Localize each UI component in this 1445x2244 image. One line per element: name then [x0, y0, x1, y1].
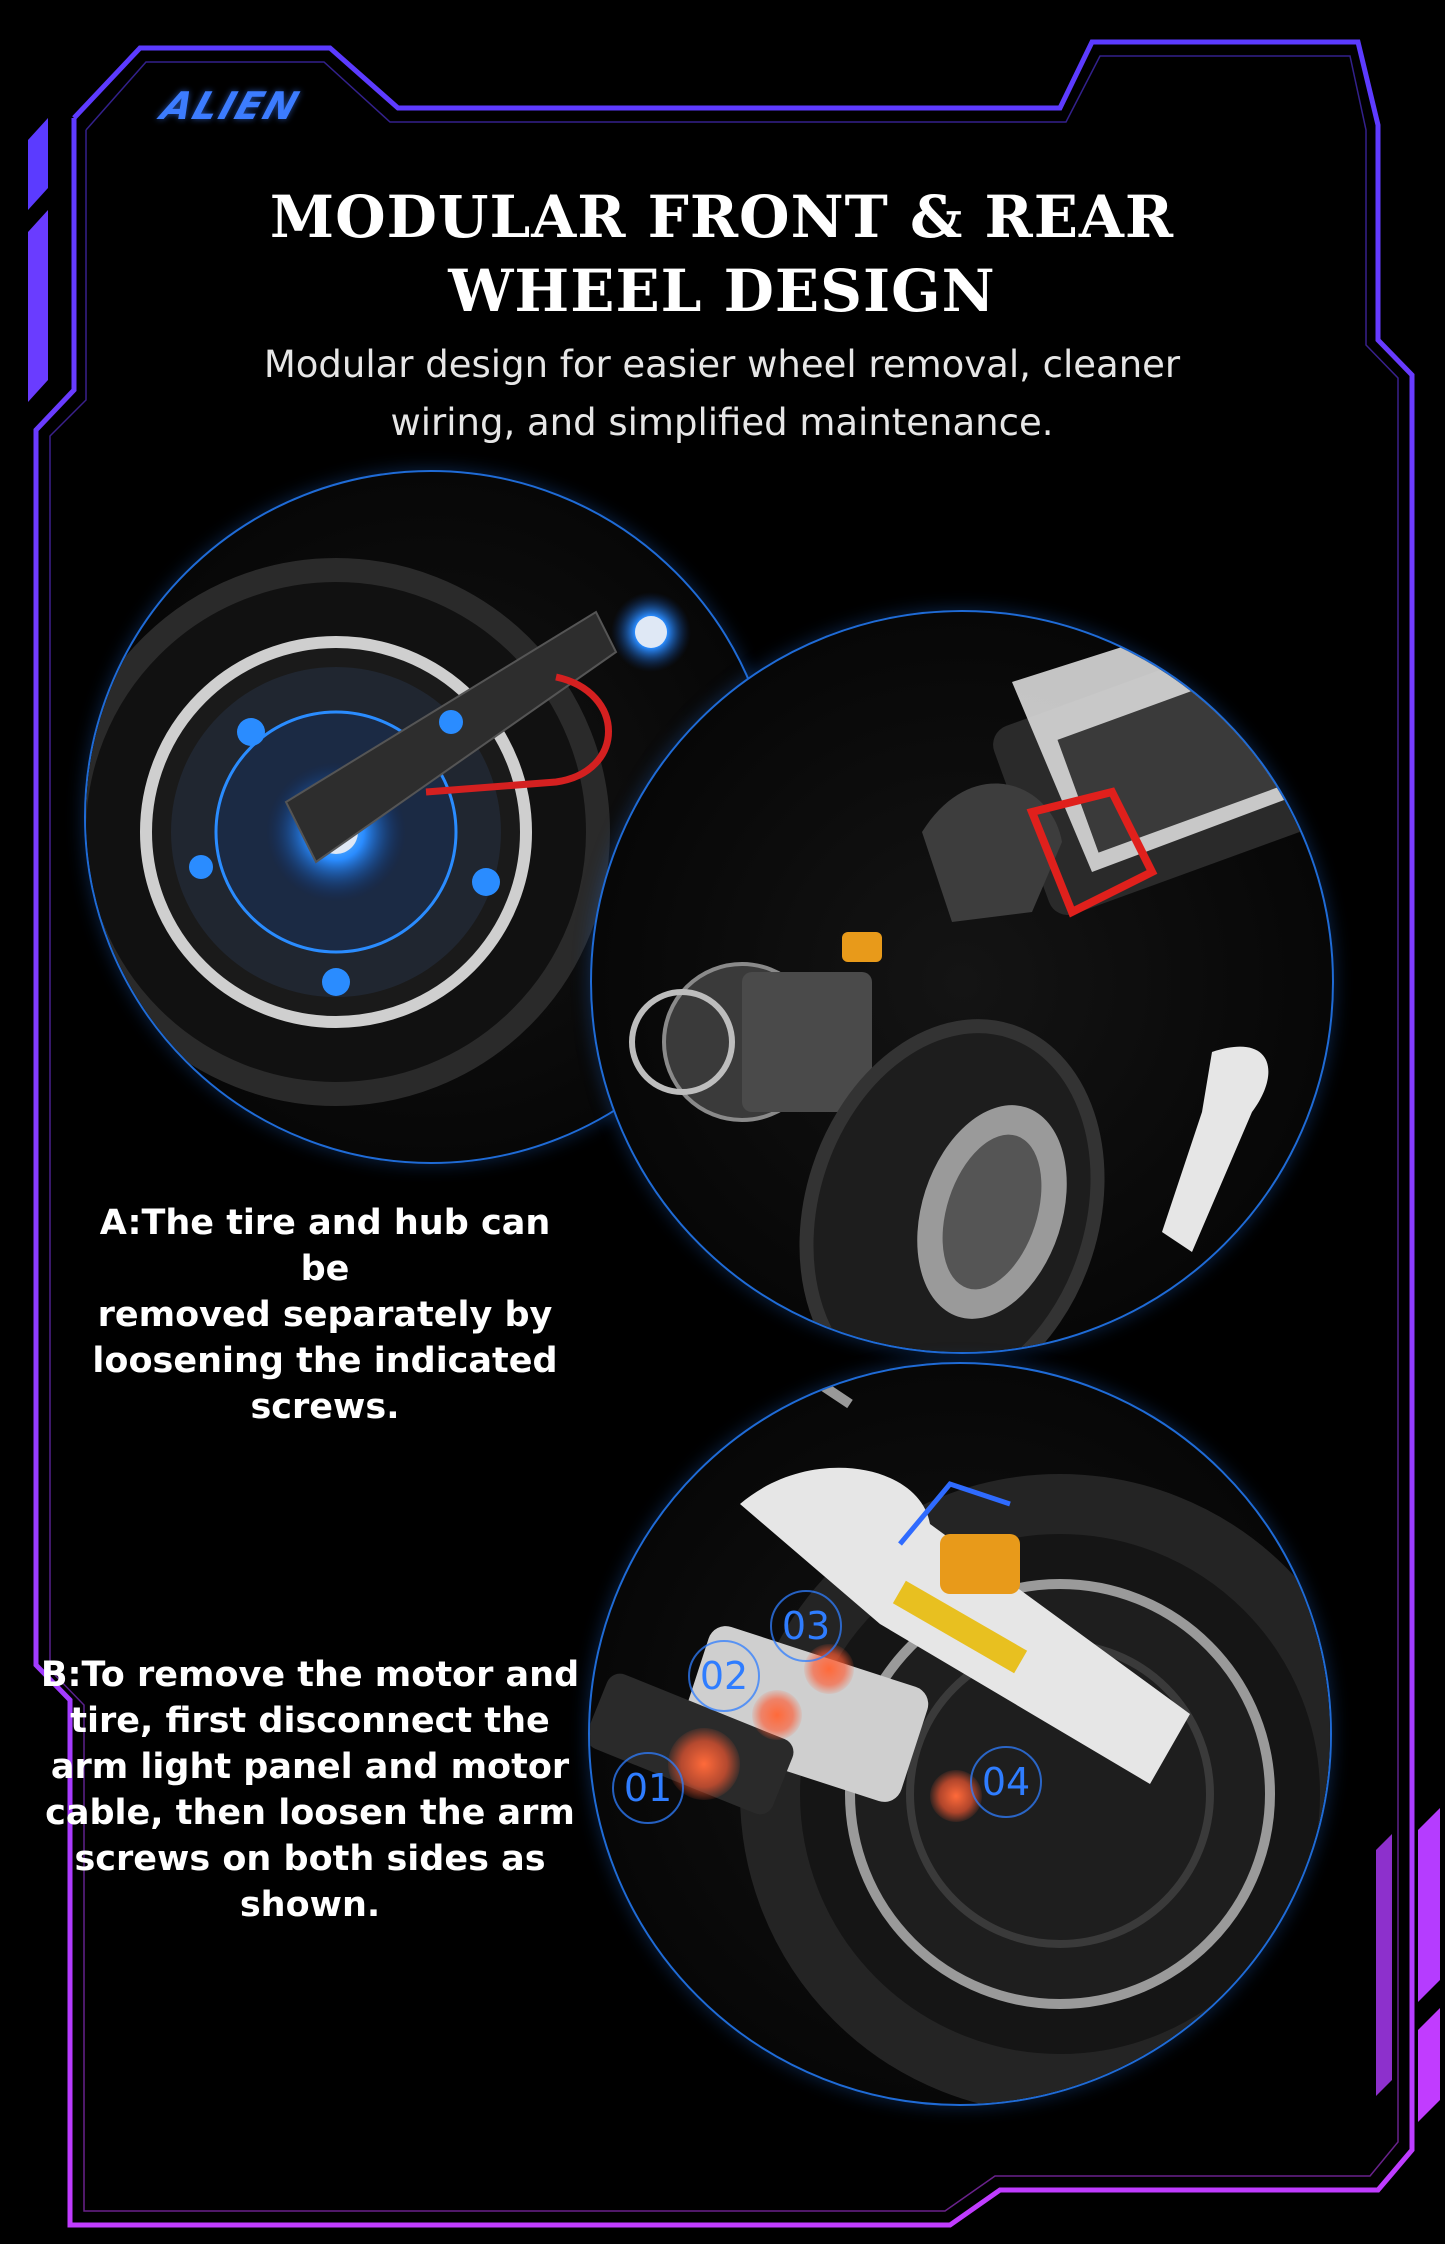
- hub-motor-wheel-icon: [86, 558, 691, 1106]
- page-subtitle: Modular design for easier wheel removal,…: [222, 336, 1222, 452]
- subtitle-line-2: wiring, and simplified maintenance.: [390, 401, 1054, 444]
- callout-01: 01: [612, 1752, 684, 1824]
- subtitle-line-1: Modular design for easier wheel removal,…: [263, 343, 1181, 386]
- section-a-line-4: screws.: [250, 1387, 400, 1427]
- section-b-line-6: shown.: [239, 1885, 381, 1925]
- section-b-line-5: screws on both sides as: [74, 1839, 546, 1879]
- title-line-2: WHEEL DESIGN: [448, 257, 996, 325]
- title-line-1: MODULAR FRONT & REAR: [269, 183, 1175, 251]
- section-b-line-1: B:To remove the motor and: [40, 1655, 580, 1695]
- exploded-front-wheel-image: [590, 610, 1334, 1354]
- callout-02: 02: [688, 1640, 760, 1712]
- section-b-line-4: cable, then loosen the arm: [45, 1793, 575, 1833]
- section-b-caption: B:To remove the motor and tire, first di…: [40, 1652, 580, 1928]
- callout-04: 04: [970, 1746, 1042, 1818]
- section-a-line-2: removed separately by: [97, 1295, 553, 1335]
- brand-logo: ALIEN: [155, 84, 306, 128]
- screw-highlight-02: [752, 1690, 802, 1740]
- section-a-caption: A:The tire and hub can be removed separa…: [70, 1200, 580, 1430]
- callout-03: 03: [770, 1590, 842, 1662]
- section-a-line-3: loosening the indicated: [92, 1341, 558, 1381]
- rear-wheel-arm-icon: [590, 1364, 1330, 2104]
- section-b-line-2: tire, first disconnect the: [70, 1701, 550, 1741]
- section-b-line-3: arm light panel and motor: [50, 1747, 570, 1787]
- page-title: MODULAR FRONT & REAR WHEEL DESIGN: [222, 180, 1222, 328]
- section-a-line-1: A:The tire and hub can be: [99, 1203, 551, 1289]
- exploded-front-wheel-icon: [629, 612, 1332, 1352]
